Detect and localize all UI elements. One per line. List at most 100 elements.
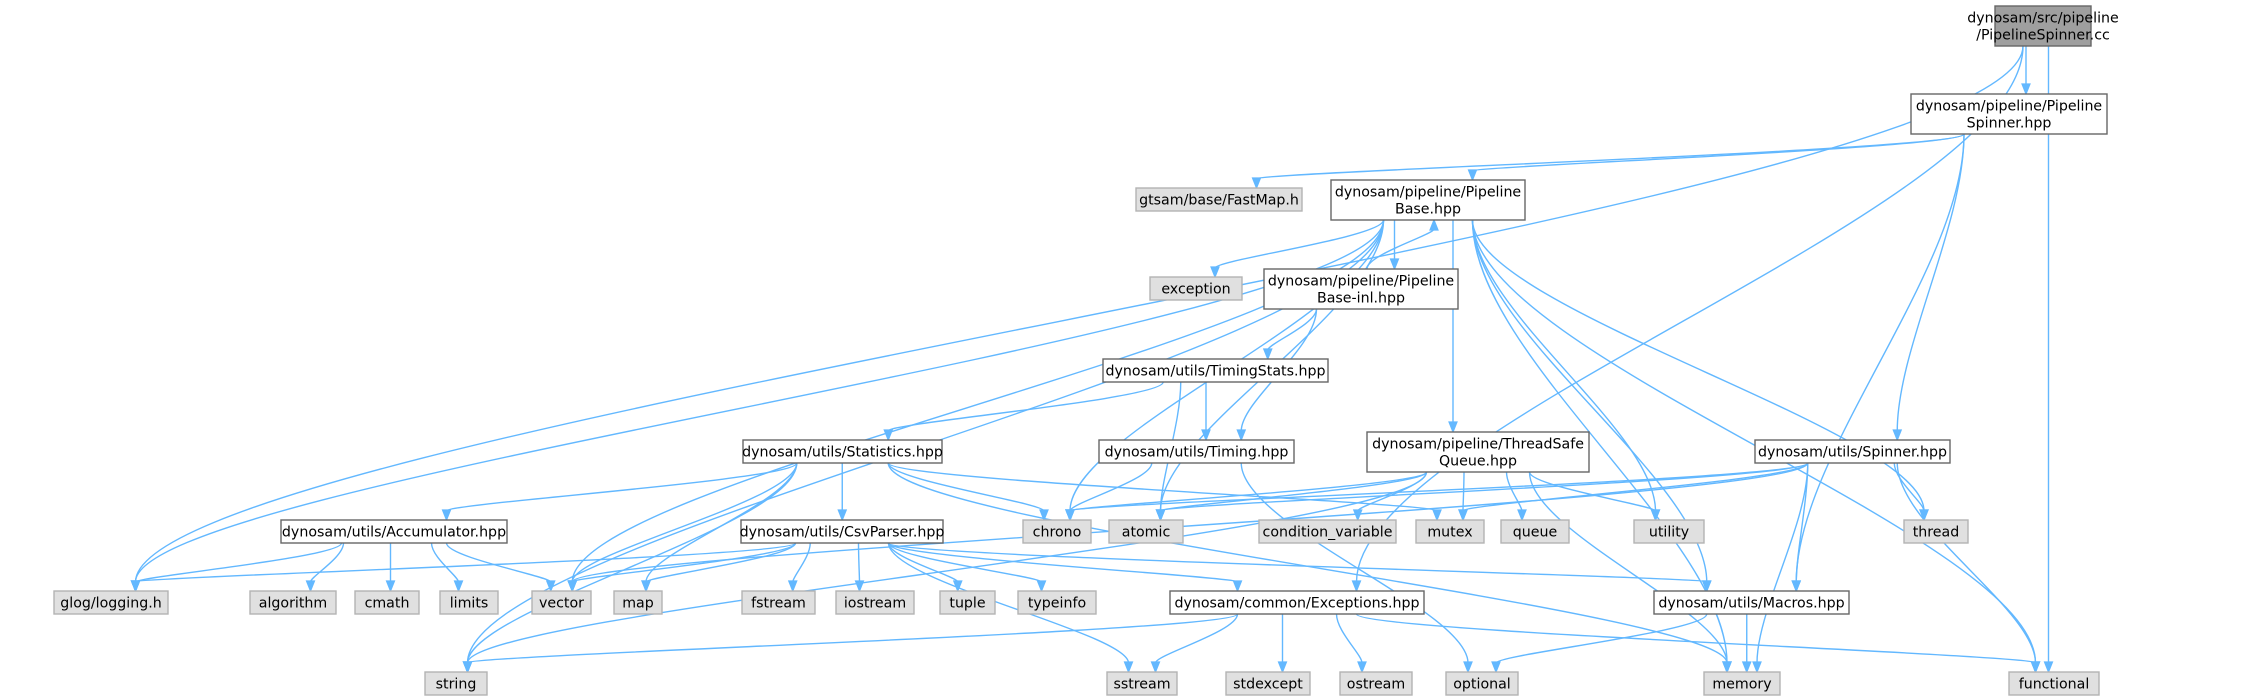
edge-macros-to-memory <box>1741 614 1752 674</box>
edge-csvparser-to-typeinfo <box>887 542 1047 593</box>
node-label: algorithm <box>259 596 327 612</box>
node-label: dynosam/utils/CsvParser.hpp <box>740 525 945 541</box>
edge-pipeline_base_inl-to-pipeline_base <box>1366 218 1439 270</box>
node-label: functional <box>2019 677 2090 693</box>
node-statistics[interactable]: dynosam/utils/Statistics.hpp <box>742 439 943 464</box>
node-memory: memory <box>1703 671 1781 696</box>
node-label: typeinfo <box>1028 596 1086 612</box>
edge-timing-to-optional <box>1240 462 1473 674</box>
node-label: dynosam/utils/Timing.hpp <box>1105 445 1289 461</box>
node-typeinfo: typeinfo <box>1017 590 1097 615</box>
node-label: Queue.hpp <box>1439 454 1517 470</box>
node-label: dynosam/utils/Macros.hpp <box>1658 596 1844 612</box>
node-label: cmath <box>365 596 410 612</box>
edge-csvparser-to-glog <box>130 542 797 593</box>
edge-csvparser-to-exceptions <box>887 542 1243 593</box>
edge-exceptions-to-stdexcept <box>1277 613 1288 674</box>
node-label: dynosam/pipeline/ThreadSafe <box>1372 437 1584 453</box>
node-label: dynosam/utils/Accumulator.hpp <box>282 525 506 541</box>
edge-pipeline_base_inl-to-timing_stats <box>1262 308 1318 361</box>
node-limits: limits <box>439 590 499 615</box>
node-accumulator[interactable]: dynosam/utils/Accumulator.hpp <box>280 519 508 544</box>
node-label: string <box>436 677 477 693</box>
node-label: optional <box>1453 677 1511 693</box>
node-iostream: iostream <box>835 590 915 615</box>
node-label: exception <box>1161 282 1230 298</box>
node-csvparser[interactable]: dynosam/utils/CsvParser.hpp <box>740 519 945 544</box>
node-exceptions[interactable]: dynosam/common/Exceptions.hpp <box>1169 590 1425 615</box>
edge-csvparser-to-macros <box>887 542 1712 593</box>
node-pipeline-spinner[interactable]: dynosam/pipeline/PipelineSpinner.hpp <box>1910 93 2108 135</box>
edge-pipeline_base-to-utility <box>1471 219 1661 522</box>
node-timing-stats[interactable]: dynosam/utils/TimingStats.hpp <box>1102 358 1329 383</box>
edge-csvparser-to-fstream <box>787 542 811 593</box>
edge-exceptions-to-functional <box>1355 613 2041 674</box>
node-exception: exception <box>1149 276 1243 301</box>
edge-statistics-to-string <box>462 462 798 674</box>
edge-csvparser-to-map <box>641 542 797 593</box>
node-label: dynosam/utils/Statistics.hpp <box>742 445 943 461</box>
edge-spinner-to-mutex <box>1458 462 1809 522</box>
edge-accumulator-to-algorithm <box>305 542 345 593</box>
node-vector: vector <box>531 590 592 615</box>
node-label: Base-inl.hpp <box>1317 291 1405 307</box>
dependency-edges <box>130 45 2054 674</box>
node-label: dynosam/utils/Spinner.hpp <box>1758 445 1947 461</box>
node-sstream: sstream <box>1106 671 1178 696</box>
node-spinner[interactable]: dynosam/utils/Spinner.hpp <box>1754 439 1951 464</box>
node-label: dynosam/utils/TimingStats.hpp <box>1105 364 1325 380</box>
node-label: dynosam/pipeline/Pipeline <box>1916 99 2102 115</box>
node-label: memory <box>1712 677 1771 693</box>
node-string: string <box>424 671 488 696</box>
node-macros[interactable]: dynosam/utils/Macros.hpp <box>1653 590 1850 615</box>
edge-spinner-to-atomic <box>1155 462 1809 522</box>
node-label: dynosam/src/pipeline <box>1967 11 2119 27</box>
node-cmath: cmath <box>354 590 420 615</box>
node-label: tuple <box>949 596 985 612</box>
node-root[interactable]: dynosam/src/pipeline/PipelineSpinner.cc <box>1967 5 2119 47</box>
node-label: Spinner.hpp <box>1967 116 2052 132</box>
node-thread: thread <box>1903 519 1969 544</box>
edge-pipeline_base-to-exception <box>1210 219 1385 279</box>
node-label: glog/logging.h <box>60 596 162 612</box>
node-atomic: atomic <box>1108 519 1184 544</box>
edge-timing_stats-to-timing <box>1201 382 1211 442</box>
edge-exceptions-to-ostream <box>1335 613 1367 674</box>
edge-timing_stats-to-statistics <box>883 381 1164 442</box>
node-label: gtsam/base/FastMap.h <box>1139 193 1299 209</box>
node-label: fstream <box>751 596 806 612</box>
node-label: mutex <box>1427 525 1472 541</box>
node-map: map <box>613 590 663 615</box>
edge-spinner-to-thread <box>1893 462 1929 522</box>
edge-statistics-to-chrono <box>887 462 1049 522</box>
edge-csvparser-to-sstream <box>887 542 1134 674</box>
node-label: dynosam/common/Exceptions.hpp <box>1174 596 1419 612</box>
node-label: atomic <box>1122 525 1171 541</box>
node-label: /PipelineSpinner.cc <box>1976 28 2110 44</box>
node-label: stdexcept <box>1233 677 1303 693</box>
edge-pipeline_base-to-pipeline_base_inl <box>1389 219 1400 271</box>
edge-threadsafe_queue-to-queue <box>1505 471 1527 522</box>
node-label: thread <box>1913 525 1960 541</box>
node-functional: functional <box>2008 671 2100 696</box>
node-label: utility <box>1649 525 1689 541</box>
node-label: map <box>622 596 654 612</box>
node-timing[interactable]: dynosam/utils/Timing.hpp <box>1098 439 1295 464</box>
edge-exceptions-to-string <box>462 613 1239 674</box>
node-tuple: tuple <box>939 590 996 615</box>
node-label: sstream <box>1113 677 1170 693</box>
edge-root-to-functional <box>2043 46 2054 674</box>
node-fstream: fstream <box>741 590 816 615</box>
edge-accumulator-to-vector <box>445 542 556 593</box>
node-label: queue <box>1513 525 1557 541</box>
node-utility: utility <box>1633 519 1705 544</box>
edge-exceptions-to-sstream <box>1150 613 1239 674</box>
edge-pipeline_spinner-to-pipeline_base <box>1467 133 1965 182</box>
edge-spinner-to-macros <box>1791 462 1809 593</box>
node-queue: queue <box>1500 519 1570 544</box>
node-label: chrono <box>1033 525 1082 541</box>
